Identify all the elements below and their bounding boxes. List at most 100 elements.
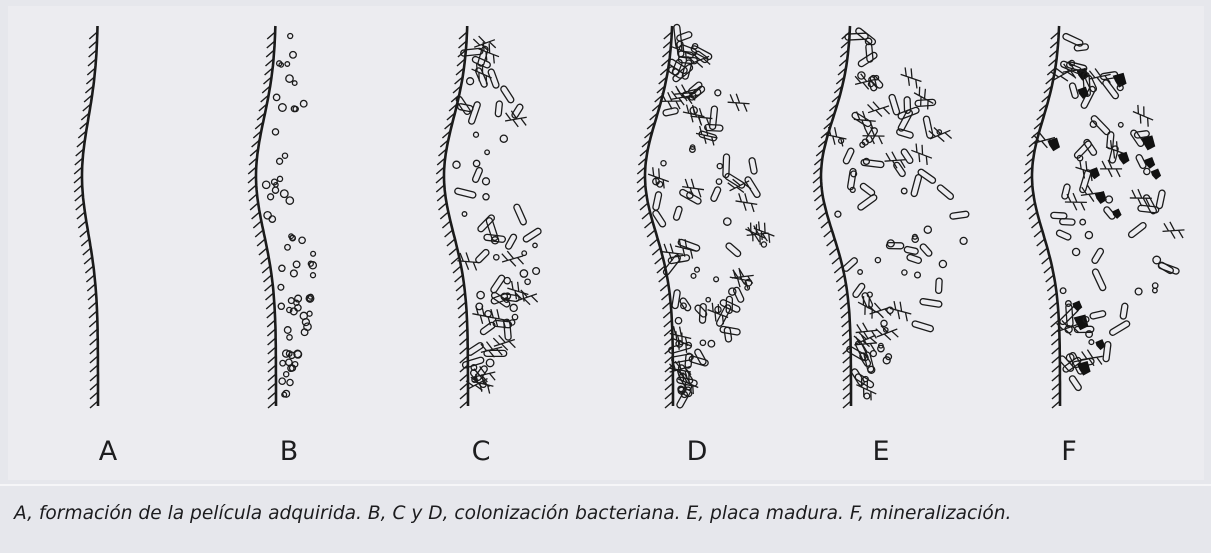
- coccus-cell: [1085, 232, 1092, 239]
- stage-label-e: E: [851, 436, 911, 467]
- filament-cluster: [884, 151, 907, 169]
- surface-hatch: [836, 275, 844, 282]
- mineral-deposit: [1112, 209, 1121, 219]
- coccus-cell: [887, 307, 893, 313]
- surface-hatch: [266, 293, 274, 300]
- surface-hatch: [248, 185, 256, 192]
- coccus-cell: [300, 100, 307, 107]
- mineral-deposit: [1113, 73, 1127, 88]
- rod-cell: [699, 303, 706, 323]
- coccus-cell: [278, 284, 284, 290]
- coccus-cell: [500, 135, 507, 142]
- filament-cluster: [727, 93, 750, 111]
- rod-cell: [911, 174, 923, 197]
- rod-cell: [1051, 212, 1067, 219]
- surface-hatch: [264, 275, 272, 282]
- coccus-cell: [311, 273, 316, 278]
- surface-hatch: [813, 185, 821, 192]
- coccus-cell: [277, 176, 282, 181]
- coccus-cell: [1153, 283, 1158, 288]
- rod-cell: [474, 248, 490, 264]
- filament-branch: [727, 93, 750, 111]
- surface-hatch: [88, 293, 96, 300]
- coccus-cell: [286, 359, 292, 365]
- coccus-cell: [716, 179, 721, 184]
- filament-cluster: [746, 224, 770, 243]
- rod-cell: [511, 103, 524, 119]
- rod-cell: [936, 184, 954, 201]
- coccus-cell: [291, 270, 298, 277]
- coccus-cell: [1089, 340, 1094, 345]
- coccus-cell: [477, 291, 484, 298]
- surface-hatch: [660, 284, 668, 291]
- diagram-panel: A B C D E F: [8, 6, 1204, 480]
- rod-cell: [725, 242, 742, 258]
- rod-cell: [500, 85, 515, 104]
- coccus-cell: [691, 274, 696, 279]
- rod-cell: [842, 147, 854, 165]
- rod-cell: [522, 227, 542, 243]
- surface-hatch: [250, 203, 258, 210]
- surface-hatch: [1044, 266, 1052, 273]
- rod-cell: [705, 124, 723, 131]
- surface-hatch: [1027, 203, 1035, 210]
- rod-cell: [911, 320, 934, 332]
- rod-cell: [920, 298, 943, 307]
- coccus-cell: [269, 216, 275, 222]
- coccus-cell: [300, 312, 307, 319]
- filament-branch: [1162, 221, 1185, 239]
- surface-hatch: [821, 221, 829, 228]
- surface-hatch: [816, 203, 824, 210]
- rod-cell: [906, 254, 922, 264]
- filament-branch: [734, 192, 758, 212]
- surface-hatch: [1050, 311, 1058, 318]
- coccus-cell: [286, 75, 293, 82]
- surface-hatch: [76, 203, 84, 210]
- filament-cluster: [888, 300, 914, 322]
- surface-hatch: [267, 311, 275, 318]
- surface-hatch: [262, 266, 270, 273]
- mineral-deposit: [1151, 169, 1161, 180]
- surface-hatch: [841, 311, 849, 318]
- filament-branch: [673, 237, 698, 259]
- filament-branch: [746, 224, 770, 243]
- coccus-cell: [858, 270, 863, 275]
- surface-hatch: [257, 239, 265, 246]
- surface-hatch: [75, 194, 83, 201]
- rod-cell: [919, 243, 933, 258]
- stage-d-drawing: [637, 24, 778, 409]
- surface-hatch: [442, 221, 450, 228]
- filament-cluster: [1130, 103, 1157, 127]
- surface-hatch: [439, 203, 447, 210]
- rod-cell: [710, 186, 722, 202]
- rod-cell: [935, 278, 942, 294]
- rod-cell: [1120, 303, 1128, 320]
- surface-hatch: [81, 239, 89, 246]
- surface-hatch: [457, 293, 465, 300]
- coccus-cell: [533, 268, 540, 275]
- coccus-cell: [520, 270, 527, 277]
- surface-hatch: [1032, 221, 1040, 228]
- surface-hatch: [834, 266, 842, 273]
- surface-hatch: [74, 185, 82, 192]
- filament-branch: [476, 40, 503, 64]
- surface-hatch: [84, 257, 92, 264]
- stage-label-a: A: [78, 436, 138, 467]
- coccus-cell: [268, 194, 274, 200]
- mineral-deposit: [1118, 152, 1130, 165]
- surface-hatch: [827, 239, 835, 246]
- surface-hatch: [645, 221, 653, 228]
- coccus-cell: [272, 129, 278, 135]
- stages-drawing: [8, 6, 1204, 480]
- rod-cell: [857, 51, 878, 67]
- coccus-cell: [462, 212, 467, 217]
- coccus-cell: [1144, 168, 1150, 174]
- surface-hatch: [650, 239, 658, 246]
- surface-hatch: [78, 221, 86, 228]
- rod-cell: [950, 211, 970, 220]
- surface-hatch: [663, 302, 671, 309]
- coccus-cell: [761, 242, 766, 247]
- coccus-cell: [1066, 301, 1072, 307]
- coccus-cell: [714, 277, 719, 282]
- filament-cluster: [865, 97, 891, 120]
